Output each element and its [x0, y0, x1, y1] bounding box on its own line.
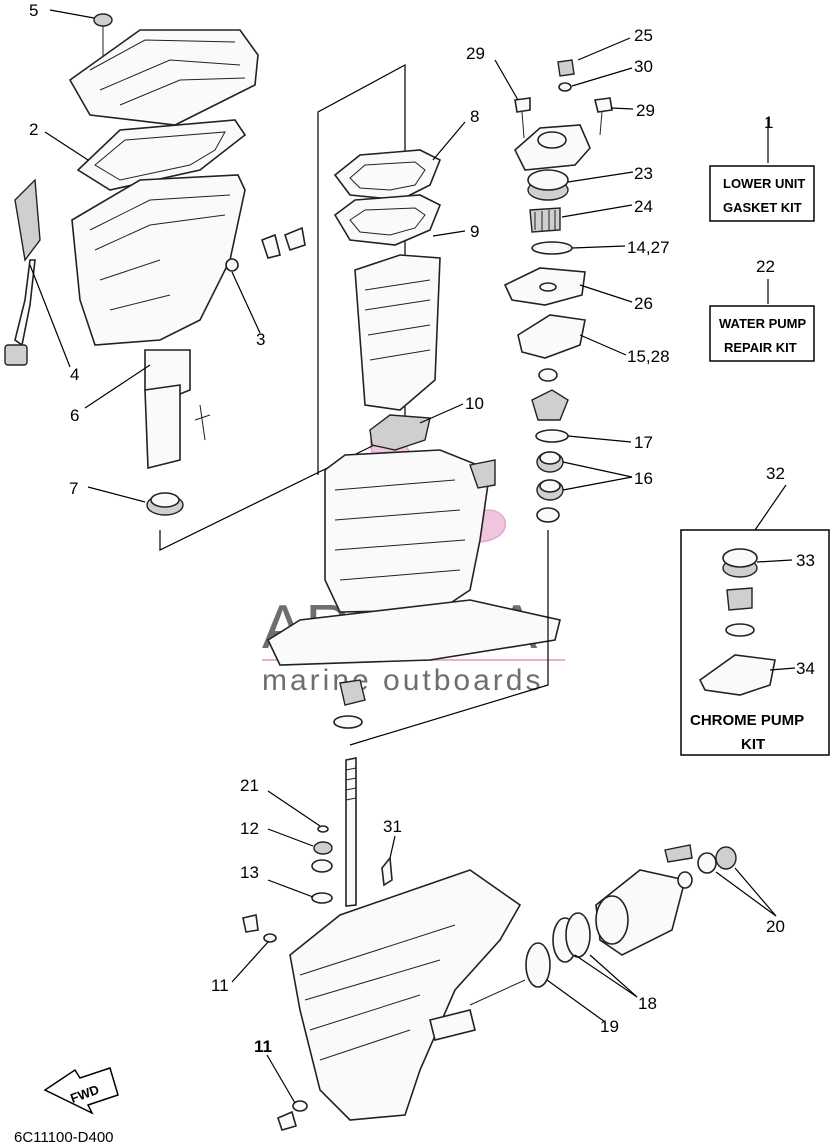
pump-housing: [354, 254, 441, 411]
gasket-15-28: [517, 314, 586, 359]
gearcase-assembly: [242, 757, 526, 1131]
prop-shaft-parts: [525, 844, 737, 988]
bolt-29-left: [514, 97, 531, 113]
callout-34: 34: [796, 659, 815, 678]
plug-25: [557, 59, 575, 77]
lower-unit-gasket-kit-box: LOWER UNIT GASKET KIT: [709, 165, 815, 222]
callout-23: 23: [634, 164, 653, 183]
callout-9: 9: [470, 222, 479, 241]
watermark-tagline: marine outboards: [262, 664, 543, 697]
callout-7: 7: [69, 479, 78, 498]
oring-14-27: [531, 241, 573, 255]
lower-unit-kit-line1: LOWER UNIT: [723, 176, 805, 191]
gasket-10: [369, 414, 431, 451]
seal-20b: [715, 846, 737, 870]
callout-5: 5: [29, 1, 38, 20]
callout-26: 26: [634, 294, 653, 313]
lower-unit-kit-line2: GASKET KIT: [723, 200, 802, 215]
callout-16: 16: [634, 469, 653, 488]
callout-15-28: 15,28: [627, 347, 670, 366]
callout-1: 1: [764, 113, 773, 132]
lower-housing: [266, 414, 561, 729]
chrome-pump-kit-line1: CHROME PUMP: [690, 712, 804, 729]
fwd-arrow-icon: FWD: [43, 1067, 119, 1115]
callout-6: 6: [70, 406, 79, 425]
washer-21: [317, 825, 329, 833]
oring-19: [525, 942, 551, 988]
upper-plate: [68, 29, 259, 126]
callout-22: 22: [756, 257, 775, 276]
gasket-8: [333, 149, 442, 201]
impeller-small: [339, 679, 366, 706]
seal-20a: [697, 852, 717, 874]
callout-19: 19: [600, 1017, 619, 1036]
callout-20: 20: [766, 917, 785, 936]
water-pump-parts: [503, 59, 613, 523]
callout-30: 30: [634, 57, 653, 76]
water-pump-repair-kit-box: WATER PUMP REPAIR KIT: [709, 305, 815, 362]
callout-4: 4: [70, 365, 79, 384]
anti-cavitation-plate: [266, 599, 561, 666]
gearcase-body: [289, 869, 522, 1121]
callout-10: 10: [465, 394, 484, 413]
bracket-4: [14, 178, 41, 262]
callout-31: 31: [383, 817, 402, 836]
drive-shaft: [345, 757, 357, 907]
callout-11-upper: 11: [211, 976, 229, 995]
callout-12: 12: [240, 819, 259, 838]
water-pump-kit-line1: WATER PUMP: [719, 316, 806, 331]
washer-5: [93, 13, 113, 27]
impeller-kit: [726, 587, 753, 611]
callout-21: 21: [240, 776, 259, 795]
chrome-pump-kit: [680, 529, 830, 756]
callout-33: 33: [796, 551, 815, 570]
washer-30: [558, 82, 572, 92]
callout-17: 17: [634, 433, 653, 452]
leader-lines: [29, 9, 796, 1104]
callout-29-right: 29: [636, 101, 655, 120]
gasket-2: [76, 119, 247, 191]
seal-3: [225, 258, 239, 272]
callout-29-top: 29: [466, 44, 485, 63]
gaskets-8-9: [333, 149, 442, 411]
bolt-29-right: [594, 97, 613, 113]
oring-18b: [565, 912, 591, 958]
callout-3: 3: [256, 330, 265, 349]
plate-34: [698, 654, 776, 696]
shift-rod: [14, 259, 36, 347]
callout-32: 32: [766, 464, 785, 483]
upper-casing-assembly: [4, 13, 306, 516]
diagram-code: 6C11100-D400: [14, 1129, 114, 1144]
water-pump-kit-line2: REPAIR KIT: [724, 340, 797, 355]
callout-11-lower: 11: [254, 1037, 272, 1056]
impeller-24: [529, 207, 561, 233]
chrome-pump-kit-line2: KIT: [741, 736, 765, 753]
callout-24: 24: [634, 197, 653, 216]
callout-25: 25: [634, 26, 653, 45]
exhaust-tube: [144, 384, 181, 470]
bolt-11-lower: [277, 1110, 297, 1131]
callout-numbers: 5 2 3 4 6 7 8 9 10 25 29 30 29 23 24 14,…: [29, 1, 815, 1056]
callout-14-27: 14,27: [627, 238, 670, 257]
drive-housing: [324, 449, 491, 613]
callout-8: 8: [470, 107, 479, 126]
oring-17: [535, 429, 569, 443]
callout-13: 13: [240, 863, 259, 882]
callout-18: 18: [638, 994, 657, 1013]
callout-2: 2: [29, 120, 38, 139]
bolt-11-upper: [242, 914, 259, 933]
oring-13: [311, 892, 333, 904]
bushing-12: [313, 841, 333, 855]
key-31: [381, 855, 393, 887]
